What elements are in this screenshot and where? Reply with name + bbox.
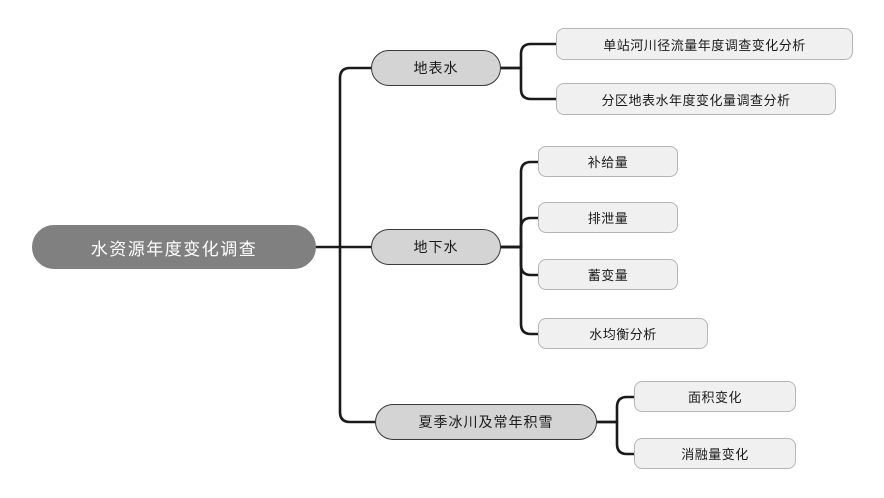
branch-node-glacier-snow[interactable]: 夏季冰川及常年积雪 [375,404,597,440]
leaf-node-discharge[interactable]: 排泄量 [538,202,678,233]
branch-node-groundwater[interactable]: 地下水 [371,229,501,265]
leaf-node-area-change-label: 面积变化 [687,391,742,406]
leaf-node-area-change[interactable]: 面积变化 [634,381,796,412]
leaf-node-storage-change[interactable]: 蓄变量 [538,259,678,290]
leaf-node-water-balance-analysis[interactable]: 水均衡分析 [538,318,708,349]
connector-groundwater-to-child-2 [499,216,540,249]
root-node[interactable]: 水资源年度变化调查 [32,225,316,269]
leaf-node-zoned-surface-water-analysis[interactable]: 分区地表水年度变化量调查分析 [556,83,836,115]
branch-node-glacier-snow-label: 夏季冰川及常年积雪 [418,415,554,431]
leaf-node-discharge-label: 排泄量 [587,212,629,227]
connector-root-to-glacier [338,245,377,424]
branch-node-surface-water-label: 地表水 [413,61,459,77]
connector-glacier-to-child-1 [595,395,636,424]
leaf-node-storage-change-label: 蓄变量 [587,269,629,284]
leaf-node-water-balance-analysis-label: 水均衡分析 [589,328,657,343]
leaf-node-melt-volume-change[interactable]: 消融量变化 [634,438,796,469]
connector-groundwater-to-child-3 [499,245,540,277]
connector-surface-water-to-child-2 [499,66,558,101]
leaf-node-melt-volume-change-label: 消融量变化 [681,448,749,463]
connector-surface-water-to-child-1 [499,42,558,70]
connector-groundwater-to-child-4 [499,245,540,336]
connector-groundwater-to-child-1 [499,160,540,249]
connector-root-to-surface-water [338,66,373,249]
branch-node-surface-water[interactable]: 地表水 [371,50,501,86]
branch-node-groundwater-label: 地下水 [413,240,459,256]
leaf-node-station-runoff-analysis-label: 单站河川径流量年度调查变化分析 [603,38,806,54]
connector-glacier-to-child-2 [595,420,636,456]
root-node-label: 水资源年度变化调查 [90,239,258,260]
leaf-node-recharge-label: 补给量 [587,156,629,171]
leaf-node-station-runoff-analysis[interactable]: 单站河川径流量年度调查变化分析 [556,28,853,60]
leaf-node-zoned-surface-water-analysis-label: 分区地表水年度变化量调查分析 [601,93,791,109]
leaf-node-recharge[interactable]: 补给量 [538,146,678,177]
